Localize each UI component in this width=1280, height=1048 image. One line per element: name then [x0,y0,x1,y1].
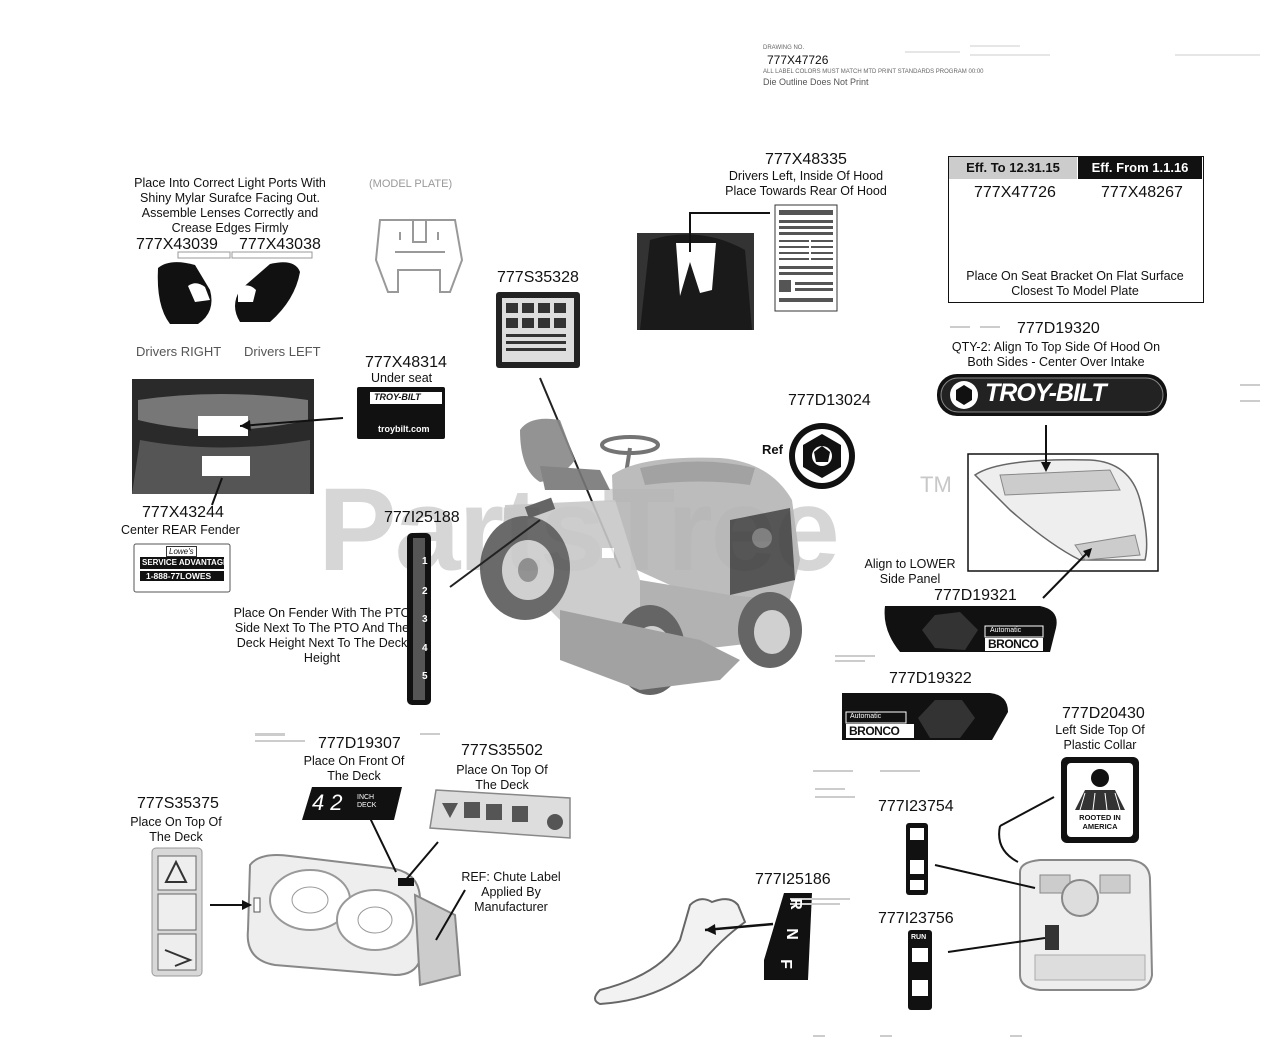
side-panel-left-brand: BRONCO [849,724,900,738]
service-phone: 1-888-77LOWES [146,571,212,581]
side-panel-right-part: 777D19321 [934,587,1017,604]
under-seat-part: 777X48314 [365,354,447,371]
watermark-tm: TM [920,472,952,497]
collar-caption: Left Side Top Of Plastic Collar [1055,723,1145,752]
emission-eff-to: Eff. To 12.31.15 [949,157,1077,179]
hood-decal-caption: QTY-2: Align To Top Side Of Hood On Both… [951,340,1161,369]
model-plate-bracket [374,219,464,293]
emission-eff-from: Eff. From 1.1.16 [1078,157,1202,179]
side-panel-left-part: 777D19322 [889,670,972,687]
header-drawing-label: DRAWING NO. [763,45,805,51]
side-panel-right-sub: Automatic [990,627,1022,634]
hood-label-part: 777X48335 [765,151,847,168]
service-brand: Lowe's [166,546,197,557]
deck-top-caption: Place On Top Of The Deck [456,763,548,792]
light-lens-left-part: 777X43038 [239,236,321,253]
emission-panel-title-old: EMISSION CONTROL INFORMATION [976,208,1072,214]
height-gauge-num-3: 3 [422,614,428,625]
collar-text: ROOTED IN AMERICA [1079,813,1121,831]
height-gauge-part: 777I25188 [384,509,460,526]
side-panel-right-brand: BRONCO [988,637,1039,651]
deck-top2-caption: Place On Top Of The Deck [130,815,222,844]
rear-fender-caption: Center REAR Fender [121,523,240,537]
emission-part-old: 777X47726 [974,184,1056,201]
hood-decal-brand: TROY-BILT [985,379,1107,407]
console-top-part: 777I23754 [878,798,954,815]
under-seat-caption: Under seat [371,371,433,385]
emission-table [948,156,1204,303]
hood-decal-part: 777D19320 [1017,320,1100,337]
height-gauge-num-4: 4 [422,643,428,654]
header-die-outline: Die Outline Does Not Print [763,77,869,87]
light-lens-right-shape [157,262,212,324]
rear-fender-part: 777X43244 [142,504,224,521]
deck-front-part: 777D19307 [318,735,401,752]
under-seat-site: troybilt.com [378,424,430,434]
side-panel-caption: Align to LOWER Side Panel [864,557,956,586]
deck-front-caption: Place On Front Of The Deck [303,754,405,783]
under-seat-brand: TROY-BILT [374,392,421,402]
console-bot-text: RUN [911,934,927,941]
emission-caption: Place On Seat Bracket On Flat Surface Cl… [966,269,1184,298]
seat-label-part: 777S35328 [497,269,579,286]
pedal-letter-f: F [776,959,794,969]
service-title: SERVICE ADVANTAGE [142,558,229,567]
chute-caption: REF: Chute Label Applied By Manufacturer [461,870,561,914]
collar-part: 777D20430 [1062,705,1145,722]
pedal-part: 777I25186 [755,871,831,888]
light-lens-left-label: Drivers LEFT [244,344,321,359]
hood-label-caption: Drivers Left, Inside Of Hood Place Towar… [725,169,887,198]
light-lens-right-part: 777X43039 [136,236,218,253]
deck-front-size: 42 [312,790,349,815]
model-plate-label: (MODEL PLATE) [369,178,453,190]
header-note: ALL LABEL COLORS MUST MATCH MTD PRINT ST… [763,69,984,75]
deck-top-part: 777S35502 [461,742,543,759]
light-lens-caption: Place Into Correct Light Ports With Shin… [134,176,326,235]
height-gauge-caption: Place On Fender With The PTO Side Next T… [233,606,411,665]
light-lens-left-shape [235,262,300,322]
height-gauge-num-5: 5 [422,671,428,682]
header-part-number: 777X47726 [767,53,829,67]
console-bot-part: 777I23756 [878,910,954,927]
pedal-letter-n: N [782,928,800,940]
emblem-part: 777D13024 [788,392,871,409]
height-gauge-num-1: 1 [422,556,428,567]
emission-panel-title-new: EMISSION CONTROL INFORMATION [1102,208,1198,214]
tractor-illustration [480,418,802,695]
deck-front-unit: INCH DECK [357,794,377,809]
emission-part-new: 777X48267 [1101,184,1183,201]
pedal-letter-r: R [786,898,804,910]
deck-top2-part: 777S35375 [137,795,219,812]
height-gauge-num-2: 2 [422,586,428,597]
side-panel-left-sub: Automatic [850,713,882,720]
light-lens-right-label: Drivers RIGHT [136,344,222,359]
emblem-ref: Ref [762,442,783,457]
